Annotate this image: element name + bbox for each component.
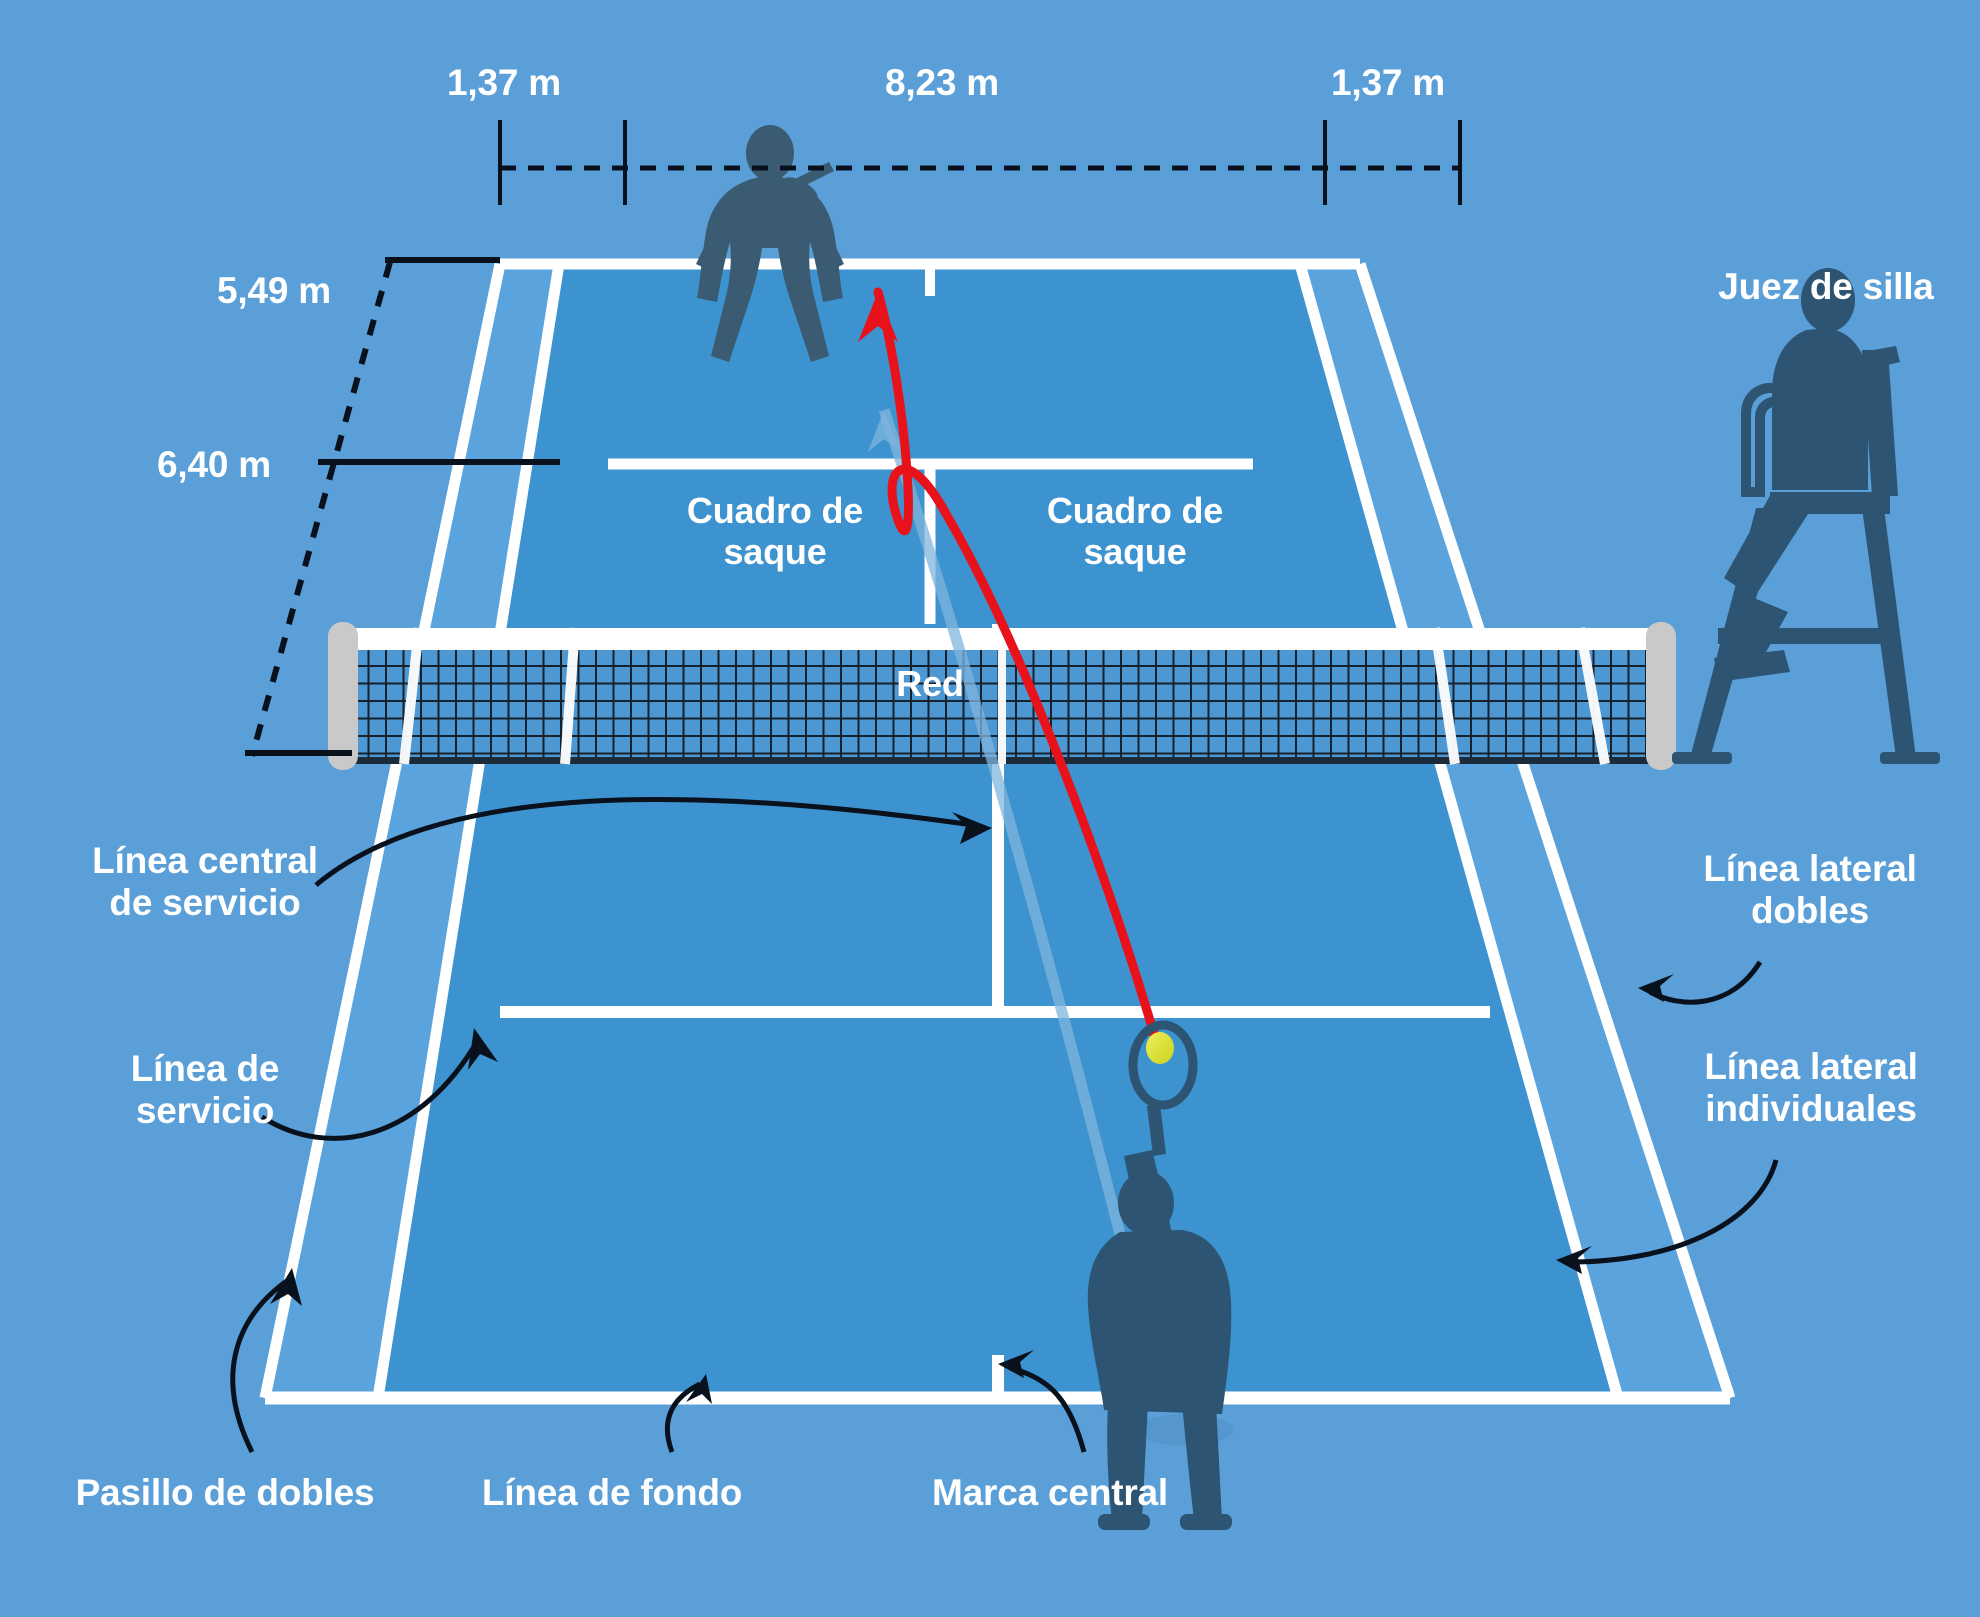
server-head — [1118, 1171, 1174, 1235]
leader-arrow-center-service — [952, 812, 992, 844]
singles-sideline-left — [372, 263, 565, 1399]
service-box-label-left: Cuadro de saque — [686, 490, 864, 573]
dimension-label-alley-right: 1,37 m — [1331, 62, 1445, 103]
umpire-head — [1801, 268, 1855, 332]
chair-foot-right — [1880, 752, 1940, 764]
net-line-doubles-right — [1575, 627, 1610, 765]
singles-sideline-right — [1294, 262, 1624, 1400]
left-depth-dimension-line — [249, 261, 393, 757]
annotation-doubles-alley: Pasillo de dobles — [75, 1472, 375, 1513]
annotation-doubles-sideline: Línea lateral dobles — [1703, 848, 1917, 932]
annotation-singles-sideline: Línea lateral individuales — [1704, 1046, 1918, 1130]
dimension-label-baseline-to-service: 6,40 m — [157, 444, 271, 485]
left-dimension-guides — [245, 257, 560, 757]
net-label: Red — [896, 663, 964, 704]
service-box-label-right: Cuadro de saque — [1046, 490, 1224, 573]
umpire-shoe — [1714, 650, 1790, 682]
chair-armrest — [1741, 383, 1823, 497]
leader-center-mark — [1009, 1365, 1087, 1453]
server-leg-left — [1107, 1404, 1148, 1520]
court-lines — [259, 258, 1736, 1405]
leader-service-line — [260, 1038, 481, 1141]
leader-lines — [230, 796, 1779, 1454]
leader-arrow-singles-sideline — [1556, 1246, 1592, 1274]
annotation-center-service-line: Línea central de servicio — [92, 840, 318, 924]
leader-arrow-service-line — [468, 1028, 498, 1070]
tennis-ball — [1146, 1032, 1174, 1064]
chair-back-top — [1862, 346, 1900, 370]
ball-flight-path — [873, 287, 1163, 1053]
ball-flight-arrowhead — [858, 292, 898, 342]
chair-foot-left — [1672, 752, 1732, 764]
leader-doubles-alley — [230, 1277, 290, 1454]
server-leg-right — [1182, 1404, 1222, 1520]
leader-arrow-doubles-alley — [270, 1268, 302, 1306]
leader-arrow-baseline — [686, 1374, 712, 1404]
dimension-label-singles-width: 8,23 m — [885, 62, 999, 103]
doubles-sideline-right — [1354, 262, 1736, 1400]
leader-center-service-line — [314, 796, 981, 887]
annotation-center-mark: Marca central — [932, 1472, 1168, 1513]
annotation-baseline: Línea de fondo — [481, 1472, 743, 1513]
racket-head — [1128, 1020, 1198, 1110]
net-line-doubles-left — [399, 627, 424, 765]
chair-back — [1862, 350, 1898, 496]
top-dimension-guides — [498, 120, 1462, 205]
net-line-singles-right — [1430, 627, 1460, 765]
aim-guide-arrowhead — [868, 410, 901, 452]
leader-baseline — [664, 1381, 702, 1453]
chair-umpire-figure — [1672, 268, 1940, 764]
net-line-singles-left — [560, 627, 580, 765]
net — [328, 622, 1676, 770]
umpire-arm — [1779, 360, 1816, 412]
leader-singles-sideline — [1569, 1159, 1779, 1265]
server-figure — [1087, 1020, 1233, 1530]
leader-arrow-doubles-sideline — [1638, 974, 1674, 1002]
racket-handle — [1147, 1104, 1166, 1156]
dimension-label-alley-left: 1,37 m — [447, 62, 561, 103]
chair-seat — [1770, 492, 1890, 514]
leader-arrow-center-mark — [998, 1350, 1034, 1378]
server-arm-toss — [1099, 1258, 1144, 1362]
server-shoe-right — [1180, 1514, 1232, 1530]
net-post-right — [1646, 622, 1676, 770]
umpire-thigh — [1724, 492, 1808, 598]
server-shoe-left — [1098, 1514, 1150, 1530]
net-post-left — [328, 622, 358, 770]
annotation-service-line: Línea de servicio — [130, 1048, 280, 1132]
annotation-chair-umpire: Juez de silla — [1718, 266, 1934, 307]
dimension-label-service-box-depth: 5,49 m — [217, 270, 331, 311]
doubles-sideline-left — [259, 262, 506, 1400]
